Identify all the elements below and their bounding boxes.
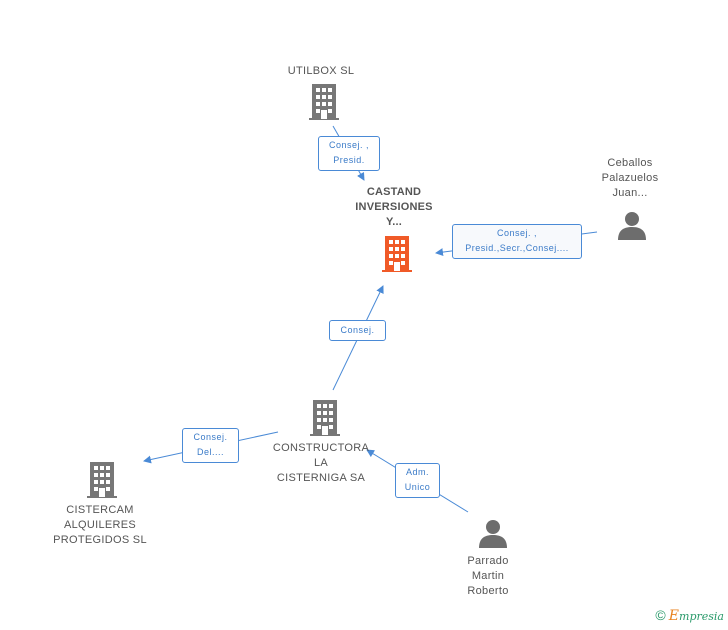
person-icon[interactable] (478, 519, 508, 549)
building-icon[interactable] (382, 236, 412, 272)
edge-label-line: Presid. (333, 155, 365, 165)
edge-label-utilbox-castand[interactable]: Consej. , Presid. (318, 136, 380, 171)
node-label-parrado[interactable]: Parrado Martin Roberto (443, 554, 533, 599)
edge-label-ceballos-castand[interactable]: Consej. , Presid.,Secr.,Consej.... (452, 224, 582, 259)
node-label-castand[interactable]: CASTAND INVERSIONES Y... (339, 185, 449, 230)
edge-label-line: Del.... (196, 447, 224, 457)
edge-label-line: Presid.,Secr.,Consej.... (465, 243, 569, 253)
node-label-line: Juan... (612, 187, 648, 199)
edge-label-constructora-castand[interactable]: Consej. (329, 320, 386, 341)
building-icon[interactable] (310, 400, 340, 436)
edge-label-line: Adm. (405, 467, 429, 477)
footer-brand[interactable]: © Empresia (655, 607, 724, 624)
node-label-line: CISTERNIGA SA (276, 472, 366, 484)
building-icon[interactable] (309, 84, 339, 120)
edge-label-parrado-constructora[interactable]: Adm. Unico (395, 463, 440, 498)
edge-label-line: Consej. , (328, 140, 370, 150)
node-label-line: Martin (471, 570, 505, 582)
edge-label-line: Unico (404, 482, 431, 492)
node-label-line: ALQUILERES (63, 519, 137, 531)
brand-name: mpresia (679, 610, 724, 623)
node-label-line: Y... (385, 216, 403, 228)
node-label-line: UTILBOX SL (287, 65, 355, 77)
node-label-line: PROTEGIDOS SL (53, 534, 147, 546)
brand-logo: Empresia (668, 608, 724, 624)
edge-label-line: Consej. (193, 432, 228, 442)
node-label-line: INVERSIONES (355, 201, 433, 213)
node-label-line: Parrado (467, 555, 509, 567)
node-label-line: CONSTRUCTORA (272, 442, 370, 454)
building-icon[interactable] (87, 462, 117, 498)
node-label-line: CASTAND (366, 186, 422, 198)
node-label-ceballos[interactable]: Ceballos Palazuelos Juan... (585, 156, 675, 201)
node-label-cistercam[interactable]: CISTERCAM ALQUILERES PROTEGIDOS SL (45, 503, 155, 548)
node-label-line: Ceballos (607, 157, 653, 169)
node-label-line: LA (313, 457, 329, 469)
edge-label-line: Consej. (340, 325, 375, 335)
node-label-line: Roberto (467, 585, 509, 597)
node-label-line: CISTERCAM (66, 504, 134, 516)
copyright-symbol: © (655, 607, 666, 623)
brand-initial: E (668, 608, 680, 624)
edge-label-constructora-cistercam[interactable]: Consej. Del.... (182, 428, 239, 463)
person-icon[interactable] (617, 211, 647, 241)
node-label-utilbox[interactable]: UTILBOX SL (271, 64, 371, 79)
edge-label-line: Consej. , (496, 228, 538, 238)
node-label-line: Palazuelos (601, 172, 659, 184)
node-label-constructora[interactable]: CONSTRUCTORA LA CISTERNIGA SA (266, 441, 376, 486)
